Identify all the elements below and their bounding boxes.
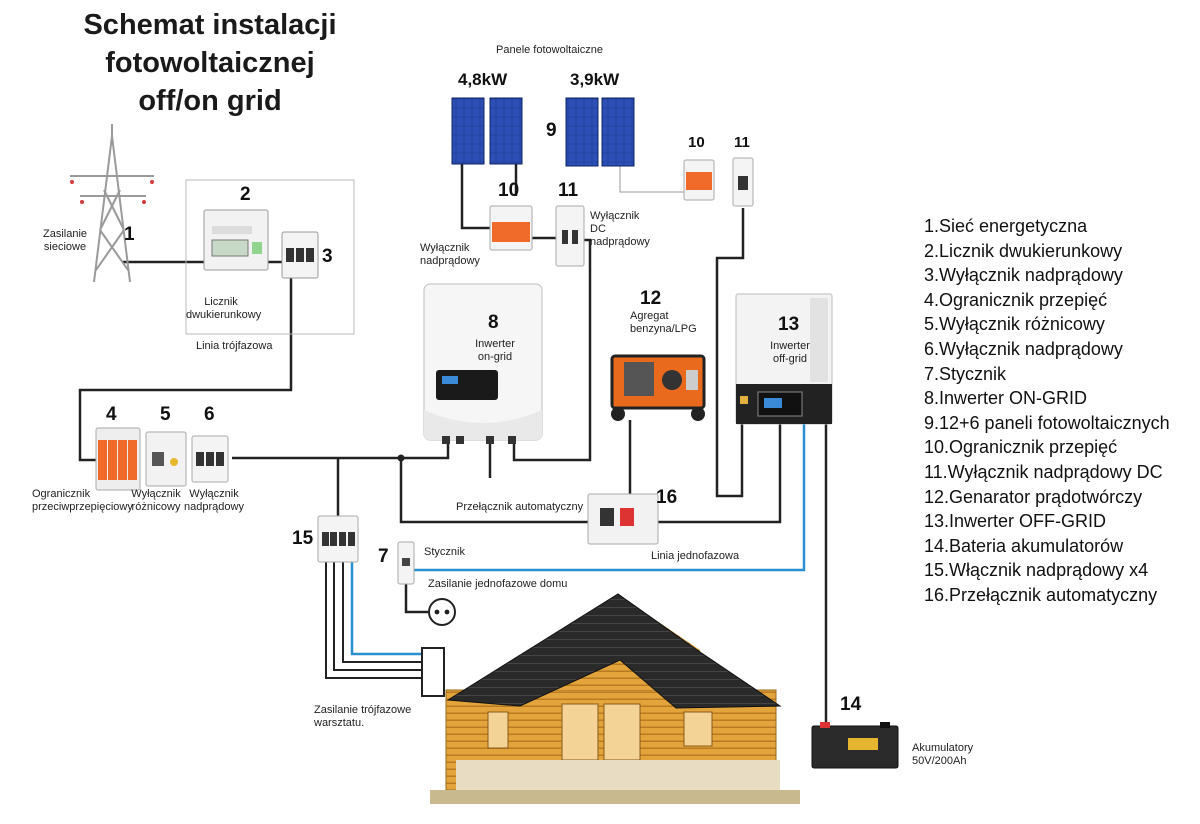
label-power-b: 3,9kW [570, 70, 620, 89]
legend-item: 8.Inwerter ON-GRID [924, 388, 1088, 409]
wire-blue-15 [350, 562, 422, 656]
number-7: 7 [378, 546, 389, 567]
meter-frame [185, 179, 355, 335]
battery-icon [811, 722, 899, 769]
breaker-15-icon [317, 515, 359, 563]
number-11b: 11 [734, 134, 750, 151]
contactor-icon [397, 541, 415, 585]
rcd-5-icon [145, 431, 187, 487]
meter-icon [203, 209, 269, 271]
label-dc-breaker: Wyłącznik DC nadprądowy [590, 210, 650, 248]
number-5: 5 [160, 404, 171, 425]
legend-item: 9.12+6 paneli fotowoltaicznych [924, 412, 1170, 433]
title-line-2: fotowoltaicznej [105, 47, 315, 79]
label-breaker6: Wyłącznik nadprądowy [184, 488, 244, 513]
number-3: 3 [322, 246, 333, 267]
legend-item: 13.Inwerter OFF-GRID [924, 511, 1107, 532]
legend-item: 16.Przełącznik automatyczny [924, 584, 1158, 605]
number-6: 6 [204, 404, 215, 425]
label-batteries: Akumulatory 50V/200Ah [912, 742, 974, 767]
label-surge-protector: Ogranicznik przeciwprzepięciowy [32, 488, 133, 513]
socket-icon [428, 598, 456, 626]
number-10b: 10 [688, 134, 705, 151]
title-line-3: off/on grid [138, 85, 282, 117]
legend-item: 10.Ogranicznik przepięć [924, 437, 1118, 458]
legend-list: 1.Sieć energetyczna 2.Licznik dwukierunk… [924, 214, 1170, 608]
breaker3-icon [281, 231, 319, 279]
auto-switch-icon [587, 493, 659, 545]
generator-icon [610, 354, 706, 421]
number-9: 9 [546, 120, 557, 141]
number-1: 1 [124, 224, 135, 245]
breaker-6-icon [191, 435, 229, 483]
wire-contactor-socket [404, 584, 428, 614]
wires [78, 164, 828, 726]
number-12: 12 [640, 288, 662, 309]
power-pylon-icon [70, 124, 154, 283]
legend-item: 1.Sieć energetyczna [924, 216, 1088, 236]
legend-item: 6.Wyłącznik nadprądowy [924, 338, 1123, 359]
label-meter: Licznik dwukierunkowy [186, 296, 262, 321]
label-generator: Agregat benzyna/LPG [630, 310, 697, 335]
legend-item: 4.Ogranicznik przepięć [924, 289, 1108, 310]
number-4: 4 [106, 404, 117, 425]
inverter-on-grid-icon [423, 283, 543, 444]
label-contactor: Stycznik [424, 546, 465, 558]
dc-breaker-11a-icon [555, 205, 585, 267]
legend-item: 2.Licznik dwukierunkowy [924, 240, 1123, 261]
title-line-1: Schemat instalacji [83, 9, 337, 41]
label-grid: Zasilanie sieciowe [42, 228, 88, 253]
legend-item: 15.Włącznik nadprądowy x4 [924, 560, 1149, 581]
number-16: 16 [656, 487, 678, 508]
label-auto-switch: Przełącznik automatyczny [456, 501, 584, 513]
wire-pv-b-link [619, 166, 690, 193]
diagram-title: Schemat instalacji fotowoltaicznej off/o… [40, 6, 380, 120]
wire-bus-to-auto [399, 458, 588, 524]
label-house-single-phase: Zasilanie jednofazowe domu [428, 578, 568, 590]
surge-protector-4-icon [95, 427, 141, 491]
label-workshop-three-phase: Zasilanie trójfazowe warsztatu. [314, 704, 412, 729]
label-inverter-off: Inwerter off-grid [770, 340, 810, 365]
label-rcd: Wyłącznik różnicowy [131, 488, 181, 513]
label-power-a: 4,8kW [458, 70, 508, 89]
house-icon [430, 593, 800, 804]
legend-item: 5.Wyłącznik różnicowy [924, 314, 1105, 335]
legend-item: 12.Genarator prądotwórczy [924, 486, 1143, 507]
wire-blue-offgrid [414, 424, 806, 572]
wire-breaker3-down [78, 278, 293, 462]
workshop-terminal-icon [421, 647, 445, 697]
surge-protector-10a-icon [489, 205, 533, 251]
number-13: 13 [778, 314, 800, 335]
legend-item: 7.Stycznik [924, 363, 1007, 384]
label-pv-panels: Panele fotowoltaiczne [496, 44, 604, 56]
inverter-off-grid-icon [735, 293, 833, 425]
bus-junction [397, 454, 405, 462]
surge-protector-10b-icon [683, 159, 715, 201]
legend-item: 11.Wyłącznik nadprądowy DC [924, 461, 1163, 482]
wire-pv-left-down [460, 164, 490, 230]
wire-right-breaker-down [715, 208, 745, 498]
number-14: 14 [840, 694, 862, 715]
pv-panels-a-icon [451, 97, 523, 165]
workshop-wires [325, 560, 422, 679]
label-overcurrent-breaker: Wyłącznik nadprądowy [420, 242, 480, 267]
number-10a: 10 [498, 180, 520, 201]
legend-item: 14.Bateria akumulatorów [924, 535, 1124, 556]
number-2: 2 [240, 184, 251, 205]
wire-offgrid-auto [658, 420, 782, 524]
number-11a: 11 [558, 180, 579, 201]
number-8: 8 [488, 312, 499, 333]
blue-wires [350, 424, 806, 656]
wire-main-bus [232, 440, 450, 460]
label-inverter-on: Inwerter on-grid [475, 338, 515, 363]
legend-item: 3.Wyłącznik nadprądowy [924, 265, 1123, 286]
label-single-phase-line: Linia jednofazowa [651, 550, 740, 562]
label-three-phase-line: Linia trójfazowa [196, 340, 273, 352]
pv-panels-b-icon [565, 97, 635, 167]
wire-dc-to-inverter [512, 238, 592, 462]
number-15: 15 [292, 528, 314, 549]
dc-breaker-11b-icon [732, 157, 754, 207]
